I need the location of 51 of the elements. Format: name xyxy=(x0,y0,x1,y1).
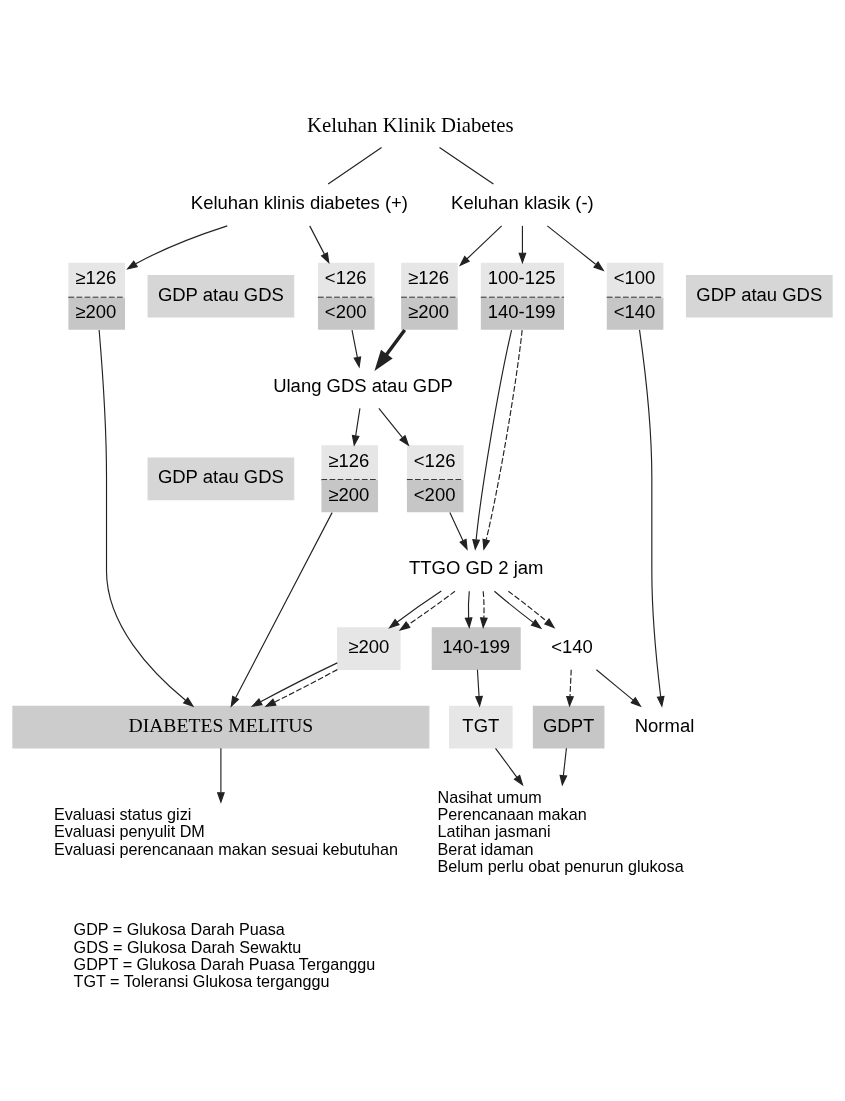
arrow xyxy=(507,590,556,629)
arrow xyxy=(351,328,362,368)
arrow xyxy=(494,747,524,786)
arrow xyxy=(458,224,503,266)
arrow xyxy=(479,590,488,629)
arrow xyxy=(638,328,665,708)
arrow xyxy=(595,668,642,707)
node-box: GDP atau GDS xyxy=(685,274,833,318)
arrow xyxy=(518,224,527,264)
node-text: Ulang GDS atau GDP xyxy=(273,374,453,396)
arrow xyxy=(565,668,575,708)
arrow xyxy=(230,511,333,708)
node-text: TTGO GD 2 jam xyxy=(409,556,544,578)
arrow xyxy=(388,589,442,629)
arrow xyxy=(374,328,407,371)
arrow xyxy=(546,224,605,271)
label: GDPT = Glukosa Darah Puasa Terganggu xyxy=(73,954,376,973)
arrow xyxy=(250,661,338,707)
node-text: Evaluasi status gizi Evaluasi penyulit DM Evaluasi perencanaan makan sesuai kebutuhan xyxy=(53,804,398,857)
node-text: <140 xyxy=(551,635,593,657)
arrow xyxy=(493,590,543,629)
connector xyxy=(327,146,383,185)
arrow xyxy=(264,668,338,707)
node-text: Keluhan klinis diabetes (+) xyxy=(190,191,409,213)
node-box: ≥200 xyxy=(337,626,401,670)
arrow xyxy=(464,590,473,629)
arrow xyxy=(559,747,568,787)
node-text: Keluhan klasik (-) xyxy=(451,191,594,213)
node-text: Keluhan Klinik Diabetes xyxy=(307,112,514,135)
arrow xyxy=(351,407,361,447)
label: GDS = Glukosa Darah Sewaktu xyxy=(73,937,302,956)
node-box: GDP atau GDS xyxy=(147,274,295,318)
arrow xyxy=(482,329,523,551)
node-box: DIABETES MELITUS xyxy=(12,705,430,749)
arrow xyxy=(398,590,456,631)
node-box: 140-199 xyxy=(431,626,521,670)
arrow xyxy=(378,407,410,446)
label: GDP = Glukosa Darah Puasa xyxy=(73,919,285,938)
node-text: Normal xyxy=(634,714,695,736)
node-box: GDP atau GDS xyxy=(147,456,295,500)
node-box: TGT xyxy=(449,705,513,749)
arrow xyxy=(309,224,330,264)
arrow xyxy=(472,329,513,551)
arrow xyxy=(474,668,484,708)
connector xyxy=(438,146,494,185)
arrow xyxy=(216,747,225,804)
arrow xyxy=(126,224,228,270)
arrow xyxy=(98,328,195,707)
node-box: GDPT xyxy=(532,705,605,749)
node-text: Nasihat umum Perencanaan makan Latihan jasmani Berat idaman Belum perlu obat penurun glukosa xyxy=(437,787,684,875)
arrow xyxy=(449,511,468,551)
